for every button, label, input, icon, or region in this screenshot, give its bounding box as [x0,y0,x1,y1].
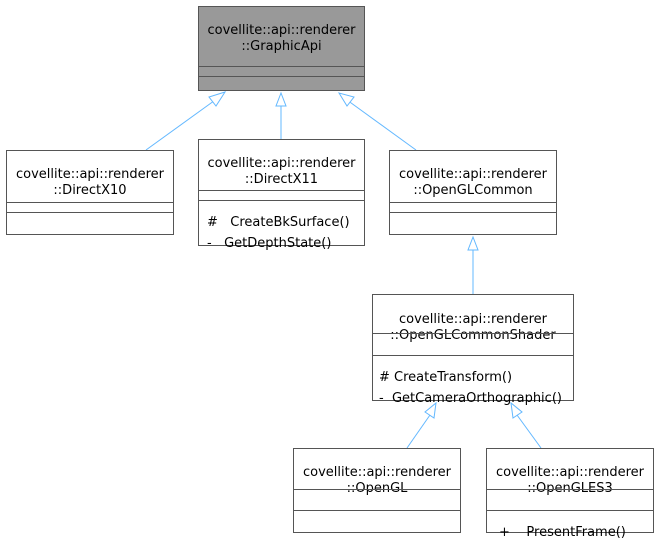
class-name-line1: covellite::api::renderer [15,167,165,182]
inheritance-arrow-icon [208,91,227,107]
class-box-openglcommon[interactable]: covellite::api::renderer ::OpenGLCommon [389,150,557,235]
methods-divider [199,200,364,201]
edge-directx10-graphicapi [145,97,219,151]
class-name-line1: covellite::api::renderer [398,167,548,182]
methods-divider [199,76,364,77]
attributes-divider [487,489,653,490]
class-name-line2: ::DirectX11 [244,172,319,187]
methods-divider [294,510,460,511]
edge-opengles3-shader [516,414,542,449]
methods-divider [487,510,653,511]
attributes-divider [294,489,460,490]
class-box-opengles3[interactable]: covellite::api::renderer ::OpenGLES3 + P… [486,448,654,540]
inheritance-arrow-icon [337,92,355,107]
inheritance-arrow-icon [424,401,437,419]
class-box-graphicapi[interactable]: covellite::api::renderer ::GraphicApi [198,6,365,91]
class-name-line1: covellite::api::renderer [207,156,356,171]
class-name-line1: covellite::api::renderer [495,465,645,480]
class-name-line1: covellite::api::renderer [302,465,452,480]
class-name-line2: ::OpenGLCommonShader [390,328,556,343]
class-name-line1: covellite::api::renderer [207,23,356,38]
methods-divider [373,355,573,356]
class-box-opengl[interactable]: covellite::api::renderer ::OpenGL [293,448,461,533]
inheritance-arrow-icon [510,401,523,419]
inheritance-arrow-icon [275,91,287,107]
methods-divider [390,212,556,213]
edge-opengl-shader [406,414,431,449]
attributes-divider [390,202,556,203]
class-box-directx11[interactable]: covellite::api::renderer ::DirectX11 # C… [198,139,365,251]
inheritance-arrow-icon [467,235,479,251]
attributes-divider [199,190,364,191]
class-name-line2: ::GraphicApi [241,39,322,54]
class-name-line2: ::OpenGLES3 [527,481,613,496]
method-create-bk-surface: # CreateBkSurface() [207,215,350,230]
attributes-divider [373,333,573,334]
class-name-line1: covellite::api::renderer [398,312,548,327]
method-get-depth-state: - GetDepthState() [207,236,332,251]
method-create-transform: # CreateTransform() [379,370,513,385]
class-box-openglcommonshader[interactable]: covellite::api::renderer ::OpenGLCommonS… [372,294,574,406]
class-name-line2: ::OpenGLCommon [413,183,533,198]
class-name-line2: ::DirectX10 [53,183,127,198]
attributes-divider [7,202,173,203]
method-get-camera-orthographic: - GetCameraOrthographic() [379,391,562,406]
edge-openglcommon-graphicapi [346,99,417,151]
class-name-line2: ::OpenGL [346,481,408,496]
methods-divider [7,212,173,213]
class-box-directx10[interactable]: covellite::api::renderer ::DirectX10 [6,150,174,235]
attributes-divider [199,66,364,67]
method-present-frame: + PresentFrame() [499,525,626,540]
